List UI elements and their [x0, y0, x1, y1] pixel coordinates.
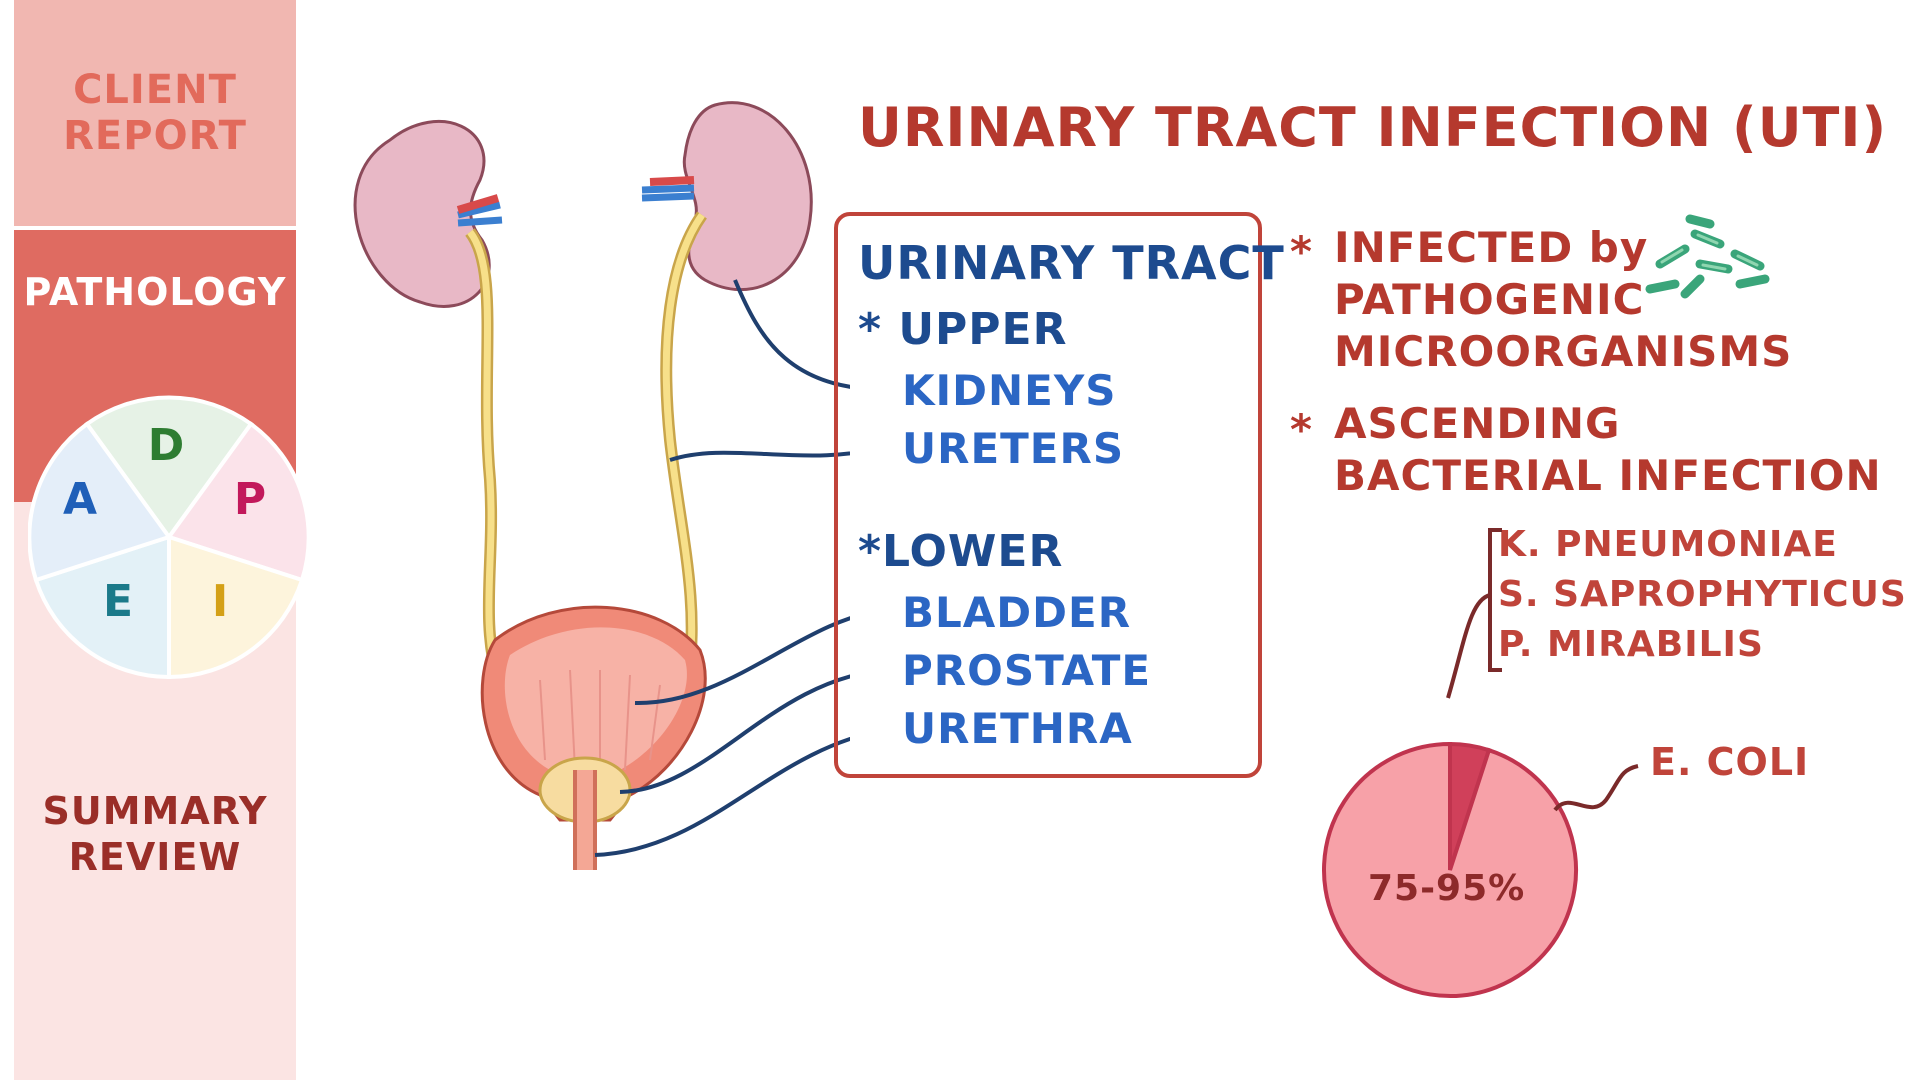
note-line: MICROORGANISMS — [1334, 327, 1793, 376]
ecoli-connector — [1553, 764, 1639, 812]
note-line: ASCENDING — [1334, 399, 1621, 448]
tract-item-prostate: PROSTATE — [902, 646, 1152, 695]
sidebar-divider — [14, 226, 296, 230]
adpie-letter-p: P — [234, 474, 266, 525]
organisms-bracket — [1488, 528, 1502, 672]
note-bullet-icon: * — [1290, 405, 1313, 454]
adpie-wheel[interactable]: D P I E A — [28, 392, 310, 682]
connector-ureters — [669, 450, 850, 462]
bracket-to-pie — [1446, 593, 1491, 699]
sidebar-item-label: CLIENT — [73, 67, 237, 113]
urinary-tract-illustration — [353, 101, 850, 870]
adpie-letter-e: E — [103, 576, 133, 627]
urinary-tract-box: URINARY TRACT * UPPER KIDNEYS URETERS *L… — [834, 212, 1284, 778]
connector-urethra — [594, 736, 850, 857]
note-line: INFECTED by — [1334, 223, 1649, 272]
tract-item-ureters: URETERS — [902, 424, 1125, 473]
organism-label: K. PNEUMONIAE — [1498, 524, 1838, 565]
bladder-illustration — [480, 605, 707, 822]
organism-label: S. SAPROPHYTICUS — [1498, 574, 1907, 615]
tract-item-urethra: URETHRA — [902, 704, 1133, 753]
note-line: PATHOGENIC — [1334, 275, 1645, 324]
note-infected: INFECTED by PATHOGENIC MICROORGANISMS — [1334, 222, 1792, 378]
bacteria-icon — [1645, 214, 1770, 299]
connector-kidneys — [733, 279, 850, 389]
note-ascending: ASCENDING BACTERIAL INFECTION — [1334, 398, 1882, 502]
pie-percentage-label: 75-95% — [1368, 868, 1526, 909]
pathogen-pie-chart — [1322, 528, 1639, 998]
organism-label: P. MIRABILIS — [1498, 624, 1764, 665]
note-bullet-icon: * — [1290, 227, 1313, 276]
left-ureter-inner — [467, 229, 502, 682]
page-title: URINARY TRACT INFECTION (UTI) — [858, 96, 1888, 159]
ecoli-label: E. COLI — [1650, 740, 1810, 784]
sidebar-item-label: REVIEW — [68, 835, 242, 879]
connector-bladder — [634, 616, 850, 706]
urinary-tract-title: URINARY TRACT — [858, 236, 1285, 290]
adpie-letter-a: A — [63, 474, 97, 525]
sidebar-item-label: SUMMARY — [42, 789, 268, 833]
right-ureter-inner — [662, 212, 705, 681]
left-kidney-illustration — [353, 120, 503, 308]
pie-slice-ecoli — [1322, 741, 1578, 998]
sidebar-item-summary-review[interactable]: SUMMARY REVIEW — [14, 788, 296, 880]
sidebar-item-label: REPORT — [63, 113, 247, 159]
upper-tract-heading: * UPPER — [858, 304, 1068, 355]
adpie-letter-d: D — [148, 420, 185, 471]
connector-prostate — [619, 674, 850, 794]
note-line: BACTERIAL INFECTION — [1334, 451, 1882, 500]
tract-item-bladder: BLADDER — [902, 588, 1132, 637]
lower-tract-heading: *LOWER — [858, 526, 1064, 577]
sidebar-item-label: PATHOLOGY — [23, 270, 287, 314]
sidebar: CLIENT REPORT PATHOLOGY D P I E A SUMMAR… — [14, 0, 310, 1080]
sidebar-item-client-report[interactable]: CLIENT REPORT — [14, 0, 296, 226]
adpie-letter-i: I — [212, 576, 228, 627]
tract-item-kidneys: KIDNEYS — [902, 366, 1117, 415]
right-kidney-illustration — [641, 101, 813, 292]
